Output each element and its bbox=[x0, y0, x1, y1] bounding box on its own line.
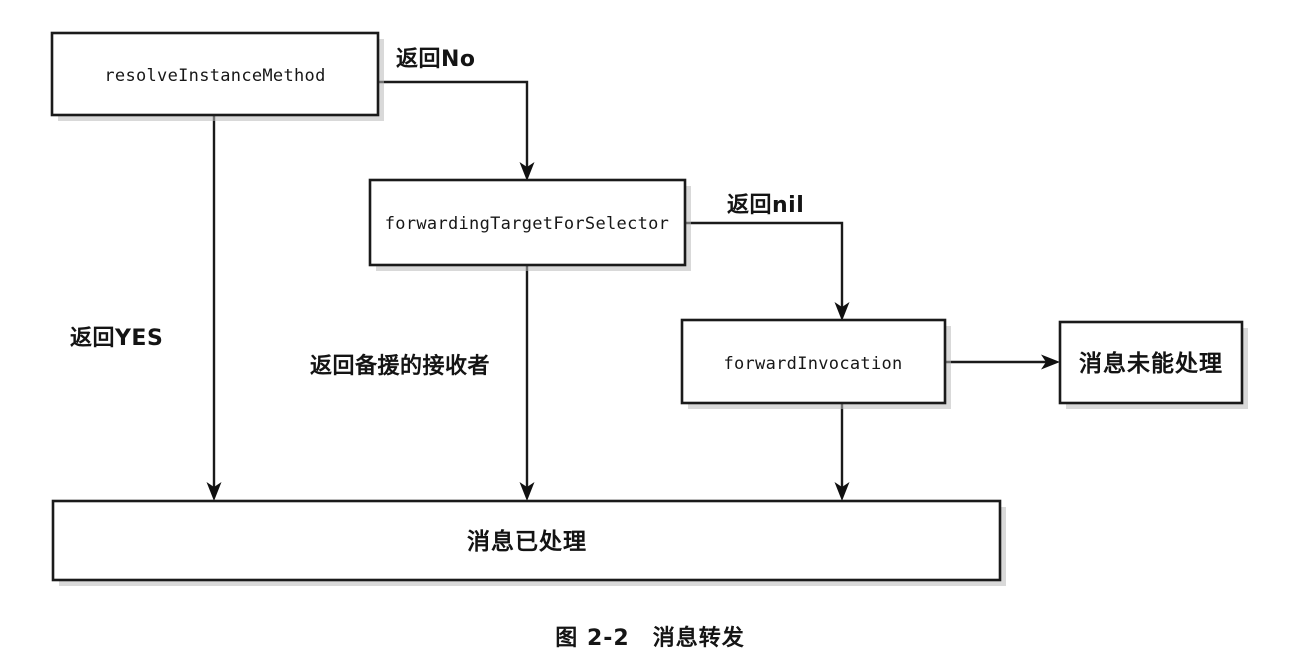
arrowhead-return-yes bbox=[206, 482, 222, 501]
node-box bbox=[680, 318, 947, 405]
arrowhead-forward-to-handled bbox=[834, 482, 850, 501]
arrowhead-return-backup-receiver bbox=[519, 482, 535, 501]
node-message-not-handled[interactable]: 消息未能处理 bbox=[1058, 320, 1248, 409]
node-label-forwarding-target-for-selector: forwardingTargetForSelector bbox=[385, 214, 669, 234]
arrowhead-return-nil bbox=[834, 302, 850, 321]
node-box bbox=[51, 499, 1002, 582]
edge-label-return-backup-receiver: 返回备援的接收者 bbox=[310, 353, 490, 379]
node-label-message-not-handled: 消息未能处理 bbox=[1079, 350, 1223, 377]
node-label-forward-invocation: forwardInvocation bbox=[723, 354, 902, 374]
edge-forward-to-handled bbox=[834, 401, 850, 501]
edge-label-return-no: 返回No bbox=[396, 47, 476, 72]
edge-label-return-yes: 返回YES bbox=[70, 326, 163, 351]
arrowhead-forward-to-not-handled bbox=[1041, 354, 1060, 370]
edge-return-yes bbox=[206, 113, 222, 501]
node-resolve-instance-method[interactable]: resolveInstanceMethod bbox=[50, 31, 384, 121]
node-forward-invocation[interactable]: forwardInvocation bbox=[680, 318, 951, 409]
edge-forward-to-not-handled bbox=[943, 354, 1060, 370]
node-forwarding-target-for-selector[interactable]: forwardingTargetForSelector bbox=[368, 178, 691, 271]
edge-return-backup-receiver bbox=[519, 263, 535, 501]
node-label-resolve-instance-method: resolveInstanceMethod bbox=[104, 66, 325, 86]
node-label-message-handled: 消息已处理 bbox=[467, 528, 587, 555]
node-box bbox=[50, 31, 380, 117]
node-box bbox=[368, 178, 687, 267]
node-box bbox=[1058, 320, 1244, 405]
edge-return-nil bbox=[683, 221, 850, 321]
edge-return-no bbox=[376, 80, 535, 181]
figure-caption: 图 2-2 消息转发 bbox=[555, 625, 744, 651]
node-message-handled[interactable]: 消息已处理 bbox=[51, 499, 1006, 586]
arrowhead-return-no bbox=[519, 162, 535, 181]
edge-label-return-nil: 返回nil bbox=[727, 193, 804, 218]
